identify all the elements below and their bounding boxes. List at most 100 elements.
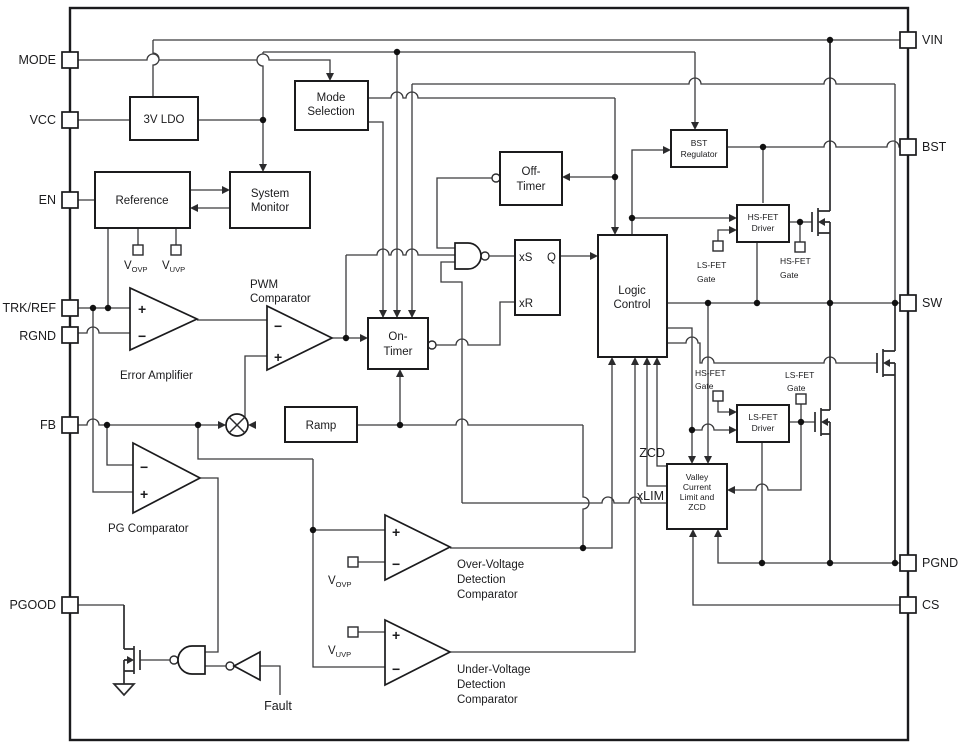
block-label: Current (683, 482, 712, 492)
block-logic-control: Logic Control (597, 234, 668, 358)
arrowhead (259, 164, 267, 172)
pin-label: CS (922, 598, 939, 612)
fet-body-arrow-icon (127, 656, 134, 664)
arrowhead (562, 173, 570, 181)
junction-dot (688, 426, 696, 434)
arrowhead (688, 456, 696, 464)
arrowhead (663, 146, 671, 154)
block-ramp: Ramp (284, 406, 358, 443)
error-amplifier: + − Error Amplifier (120, 286, 200, 382)
block-system-monitor: System Monitor (229, 171, 311, 229)
arrowhead (408, 310, 416, 318)
pgood-fet-glyph (123, 605, 141, 684)
junction-dot (393, 48, 401, 56)
pin-label: VIN (922, 33, 943, 47)
pin-trk-ref: TRK/REF (3, 299, 79, 317)
pin-pad (899, 554, 917, 572)
zcd-net-label: ZCD (639, 446, 665, 460)
vuvp-node-icon (170, 244, 182, 256)
block-rect (514, 239, 561, 316)
block-rect (597, 234, 668, 358)
ground-icon (112, 683, 136, 697)
block-rect (94, 171, 191, 229)
pin-label: MODE (19, 53, 57, 67)
junction-dot (103, 421, 111, 429)
block-label: Ramp (306, 420, 337, 432)
block-label: Limit and (680, 492, 715, 502)
arrowhead (222, 186, 230, 194)
arrowhead (691, 122, 699, 130)
pgood-pulldown-transistor (112, 605, 141, 697)
latch-q-label: Q (547, 252, 556, 264)
minus-sign: − (392, 661, 400, 677)
vuvp-label: VUVP (328, 645, 351, 659)
xlim-net-label: xLIM (637, 489, 664, 503)
arrowhead (608, 357, 616, 365)
minus-sign: − (140, 459, 148, 475)
block-label: Logic (618, 285, 646, 297)
pin-pgnd: PGND (899, 554, 958, 572)
uvp-comparator-label: Detection (457, 679, 506, 691)
pin-bst: BST (899, 138, 947, 156)
arrowhead (611, 227, 619, 235)
block-rect (736, 204, 790, 243)
pin-pad (61, 299, 79, 317)
pin-label: PGOOD (9, 598, 56, 612)
arrowhead (190, 204, 198, 212)
ovp-comparator: + − Over-Voltage Detection Comparator (384, 513, 524, 601)
plus-sign: + (392, 627, 400, 643)
pwm-comparator-label: Comparator (250, 293, 311, 305)
block-label: Control (613, 299, 650, 311)
ovp-comparator-label: Detection (457, 574, 506, 586)
arrowheads (190, 73, 737, 537)
junction-dot (104, 304, 112, 312)
block-label: Selection (307, 106, 354, 118)
vovp-label: VOVP (328, 575, 352, 589)
arrowhead (631, 357, 639, 365)
pin-fb: FB (40, 416, 79, 434)
hs-fet-glyph (811, 40, 831, 303)
block-label: Off- (522, 166, 541, 178)
block-label: On- (388, 331, 407, 343)
hs-fet-gate-label: Gate (695, 381, 714, 391)
junction-dot (704, 299, 712, 307)
pin-pad (899, 138, 917, 156)
junction-dot (826, 559, 834, 567)
opamp-triangle-icon (132, 441, 202, 515)
block-label: Mode (317, 92, 346, 104)
opamp-triangle-icon (129, 286, 200, 352)
uvp-comparator: + − Under-Voltage Detection Comparator (384, 618, 531, 706)
pin-pad (899, 31, 917, 49)
block-rect (736, 404, 790, 443)
ls-fet-gate-label: Gate (787, 383, 806, 393)
pins: MODE VCC EN TRK/REF RGND FB PGOOD VIN (3, 31, 958, 614)
junction-dot (194, 421, 202, 429)
pin-pad (899, 596, 917, 614)
block-off-timer: Off- Timer (499, 151, 563, 206)
pin-pad (61, 416, 79, 434)
vovp-node-icon (347, 556, 359, 568)
block-rect (229, 171, 311, 229)
inverter-bubble-icon (169, 655, 179, 665)
inverter-bubble-icon (427, 340, 437, 350)
block-label: Driver (752, 423, 775, 433)
vuvp-label: VUVP (162, 260, 185, 274)
net-labels: ZCD xLIM Fault (264, 446, 665, 713)
hs-fet-transistor (811, 40, 831, 303)
pin-en: EN (39, 191, 79, 209)
block-label: Regulator (681, 149, 718, 159)
vovp-node-icon (132, 244, 144, 256)
latch-set-label: xS (519, 252, 533, 264)
block-rect (499, 151, 563, 206)
pin-pad (61, 326, 79, 344)
pin-vcc: VCC (30, 111, 79, 129)
ls-fet-transistor (814, 303, 831, 563)
ls-fet-gate-node-icon (712, 240, 724, 252)
ls-fet-gate-label: Gate (697, 274, 716, 284)
sense-fet-transistor (876, 303, 896, 563)
block-label: System (251, 188, 289, 200)
multiplier-x (228, 416, 246, 434)
block-label: ZCD (688, 502, 705, 512)
ovp-comparator-label: Comparator (457, 589, 518, 601)
